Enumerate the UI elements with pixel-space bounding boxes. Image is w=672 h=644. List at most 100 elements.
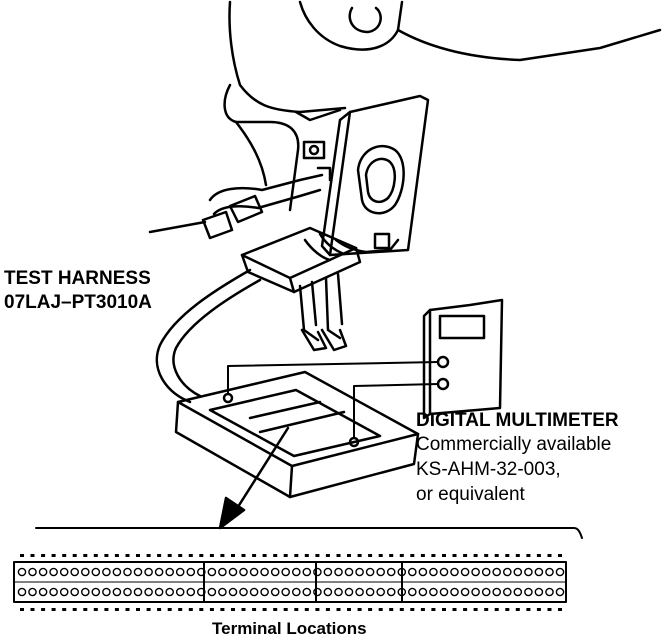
terminal-pin <box>70 587 79 597</box>
terminal-pin-number-mark <box>30 608 35 611</box>
terminal-pin-number-mark <box>410 554 415 557</box>
terminal-pin <box>91 567 101 577</box>
terminal-pin-number-mark <box>188 554 193 557</box>
terminal-pin-number-mark <box>494 554 499 557</box>
terminal-pin-number-mark <box>262 608 267 611</box>
terminal-pin <box>281 567 291 577</box>
terminal-pin-number-mark <box>294 608 299 611</box>
separator-line <box>35 527 583 539</box>
terminal-pins <box>17 567 565 597</box>
terminal-pin-number-mark <box>420 554 425 557</box>
terminal-pin <box>460 567 470 577</box>
terminal-pin <box>196 587 206 597</box>
terminal-pin-number-mark <box>178 554 183 557</box>
terminal-pin-number-mark <box>199 608 204 611</box>
terminal-pin <box>397 567 407 577</box>
terminal-pin-number-mark <box>357 554 362 557</box>
terminal-pin-number-mark <box>494 608 499 611</box>
terminal-pin <box>102 587 111 597</box>
terminal-pin <box>154 587 164 597</box>
terminal-pin <box>418 567 428 577</box>
terminal-pin <box>228 587 238 597</box>
terminal-pin-number-mark <box>241 608 246 611</box>
terminal-pin <box>175 587 185 597</box>
terminal-pin <box>439 587 449 597</box>
terminal-pin <box>239 587 248 597</box>
terminal-pin-number-mark <box>283 608 288 611</box>
terminal-pin <box>38 587 48 597</box>
terminal-pin <box>460 587 470 597</box>
terminal-pin-number-mark <box>146 608 151 611</box>
terminal-pin-number-mark <box>273 608 278 611</box>
terminal-pin-number-mark <box>231 608 235 611</box>
terminal-pin <box>144 567 153 577</box>
terminal-pin <box>38 567 48 577</box>
terminal-pin <box>133 587 143 597</box>
terminal-pin <box>450 567 459 577</box>
terminal-pin-number-mark <box>304 608 309 611</box>
terminal-pin-number-mark <box>431 554 436 557</box>
meter-leads <box>227 361 439 439</box>
terminal-pin-number-mark <box>515 608 520 611</box>
vehicle-body-outline <box>223 0 662 212</box>
terminal-pin-number-mark <box>209 554 214 557</box>
terminal-pin <box>334 587 343 597</box>
terminal-pin-number-mark <box>283 554 288 557</box>
terminal-pin <box>249 587 259 597</box>
terminal-pin-number-mark <box>114 608 119 611</box>
digital-multimeter-title: DIGITAL MULTIMETER <box>416 410 619 431</box>
terminal-pin <box>17 587 27 597</box>
terminal-pin <box>513 587 523 597</box>
terminal-pin-number-mark <box>104 608 109 611</box>
terminal-pin-number-mark <box>463 554 468 557</box>
terminal-pin <box>59 567 69 577</box>
terminal-pin <box>471 587 480 597</box>
terminal-pin-number-mark <box>262 554 267 557</box>
terminal-pin-number-mark <box>41 554 46 557</box>
terminal-pin <box>239 567 248 577</box>
terminal-pin-number-mark <box>114 554 119 557</box>
terminal-pin-number-mark <box>241 554 246 557</box>
terminal-pin <box>407 587 417 597</box>
terminal-pin-number-mark <box>83 608 88 611</box>
terminal-pin-number-mark <box>547 554 552 557</box>
terminal-pin <box>492 587 502 597</box>
terminal-pin-number-mark <box>325 554 330 557</box>
terminal-pin-number-mark <box>273 554 278 557</box>
ecu-box <box>302 94 430 257</box>
terminal-pin <box>302 567 312 577</box>
terminal-pin <box>123 587 132 597</box>
terminal-pin-number-mark <box>452 608 457 611</box>
terminal-pin <box>17 567 27 577</box>
terminal-pin <box>144 587 153 597</box>
terminal-pin-number-mark <box>547 608 552 611</box>
terminal-pin-number-mark <box>72 554 77 557</box>
terminal-pin <box>492 567 502 577</box>
terminal-pin <box>481 567 491 577</box>
terminal-pin <box>429 587 438 597</box>
digital-multimeter-line3: or equivalent <box>416 484 525 505</box>
terminal-pin <box>186 567 196 577</box>
terminal-pin-number-mark <box>442 554 446 557</box>
terminal-pin-number-mark <box>136 554 140 557</box>
terminal-pin-number-mark <box>536 554 541 557</box>
terminal-pin-number-mark <box>420 608 425 611</box>
terminal-pin-numbers <box>20 554 562 611</box>
terminal-pin-number-mark <box>20 608 24 611</box>
terminal-pin-number-mark <box>72 608 77 611</box>
terminal-pin <box>59 587 69 597</box>
terminal-pin <box>313 587 322 597</box>
terminal-pin-number-mark <box>325 608 330 611</box>
terminal-pin <box>49 567 58 577</box>
terminal-pin-number-mark <box>484 608 489 611</box>
terminal-pin <box>418 587 428 597</box>
terminal-pin-number-mark <box>51 554 56 557</box>
terminal-pin-number-mark <box>336 554 341 557</box>
terminal-pin <box>355 587 364 597</box>
terminal-pin <box>81 567 90 577</box>
terminal-pin <box>524 587 533 597</box>
terminal-pin <box>123 567 132 577</box>
terminal-pin-number-mark <box>389 554 394 557</box>
terminal-pin <box>49 587 58 597</box>
terminal-pin-number-mark <box>336 608 341 611</box>
